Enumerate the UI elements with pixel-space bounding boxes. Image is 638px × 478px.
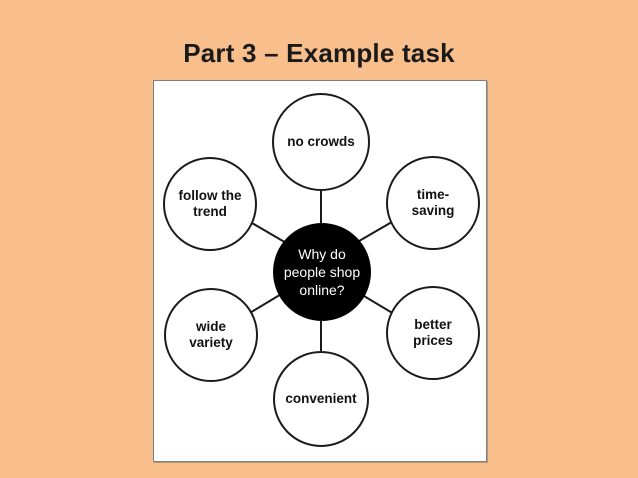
diagram-panel: no crowds time-saving better prices conv… (153, 80, 487, 462)
bubble-label-time-saving: time-saving (411, 187, 455, 218)
bubble-label-convenient: convenient (285, 391, 357, 407)
bubble-label-no-crowds: no crowds (287, 134, 355, 150)
bubble-label-follow-the-trend: follow the trend (178, 188, 242, 219)
bubble-label-wide-variety: wide variety (189, 319, 233, 350)
bubble-time-saving[interactable]: time-saving (386, 156, 480, 250)
bubble-better-prices[interactable]: better prices (386, 286, 480, 380)
bubble-convenient[interactable]: convenient (273, 351, 369, 447)
bubble-center-question[interactable]: Why do people shop online? (273, 223, 371, 321)
bubble-label-better-prices: better prices (413, 317, 453, 348)
bubble-label-center-question: Why do people shop online? (283, 245, 361, 299)
bubble-follow-the-trend[interactable]: follow the trend (163, 157, 257, 251)
bubble-no-crowds[interactable]: no crowds (272, 93, 370, 191)
page-title: Part 3 – Example task (183, 38, 455, 68)
bubble-wide-variety[interactable]: wide variety (164, 288, 258, 382)
